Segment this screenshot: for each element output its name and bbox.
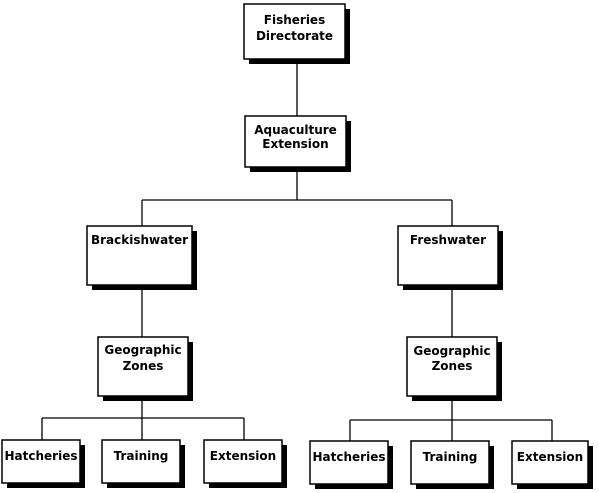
node-training-right: Training: [410, 440, 494, 489]
node-training-left: Training: [101, 439, 185, 488]
node-label-line: Geographic: [413, 344, 490, 358]
node-label-line: Hatcheries: [5, 449, 78, 463]
node-label-line: Fisheries: [264, 13, 325, 27]
node-freshwater: Freshwater: [397, 225, 503, 290]
node-fisheries-directorate: Fisheries Directorate: [243, 3, 350, 64]
node-geographic-zones-right: Geographic Zones: [406, 336, 502, 401]
node-aquaculture-extension: Aquaculture Extension: [244, 115, 351, 172]
connectors: [41, 60, 553, 441]
node-label-line: Aquaculture: [254, 123, 337, 137]
node-hatcheries-right: Hatcheries: [309, 440, 393, 489]
node-geographic-zones-left: Geographic Zones: [97, 336, 193, 401]
node-label-line: Extension: [210, 449, 276, 463]
node-extension-right: Extension: [511, 440, 593, 489]
node-label-line: Extension: [517, 450, 583, 464]
node-label-line: Directorate: [256, 29, 333, 43]
node-label-line: Training: [114, 449, 169, 463]
node-label-line: Brackishwater: [91, 233, 188, 247]
node-brackishwater: Brackishwater: [86, 225, 197, 290]
node-label-line: Geographic: [104, 343, 181, 357]
node-label-line: Extension: [262, 137, 328, 151]
node-label-line: Freshwater: [410, 233, 486, 247]
node-label-line: Hatcheries: [313, 450, 386, 464]
node-label-line: Training: [423, 450, 478, 464]
node-hatcheries-left: Hatcheries: [1, 439, 85, 488]
node-extension-left: Extension: [203, 439, 287, 488]
node-label-line: Zones: [123, 359, 164, 373]
node-label-line: Zones: [432, 359, 473, 373]
